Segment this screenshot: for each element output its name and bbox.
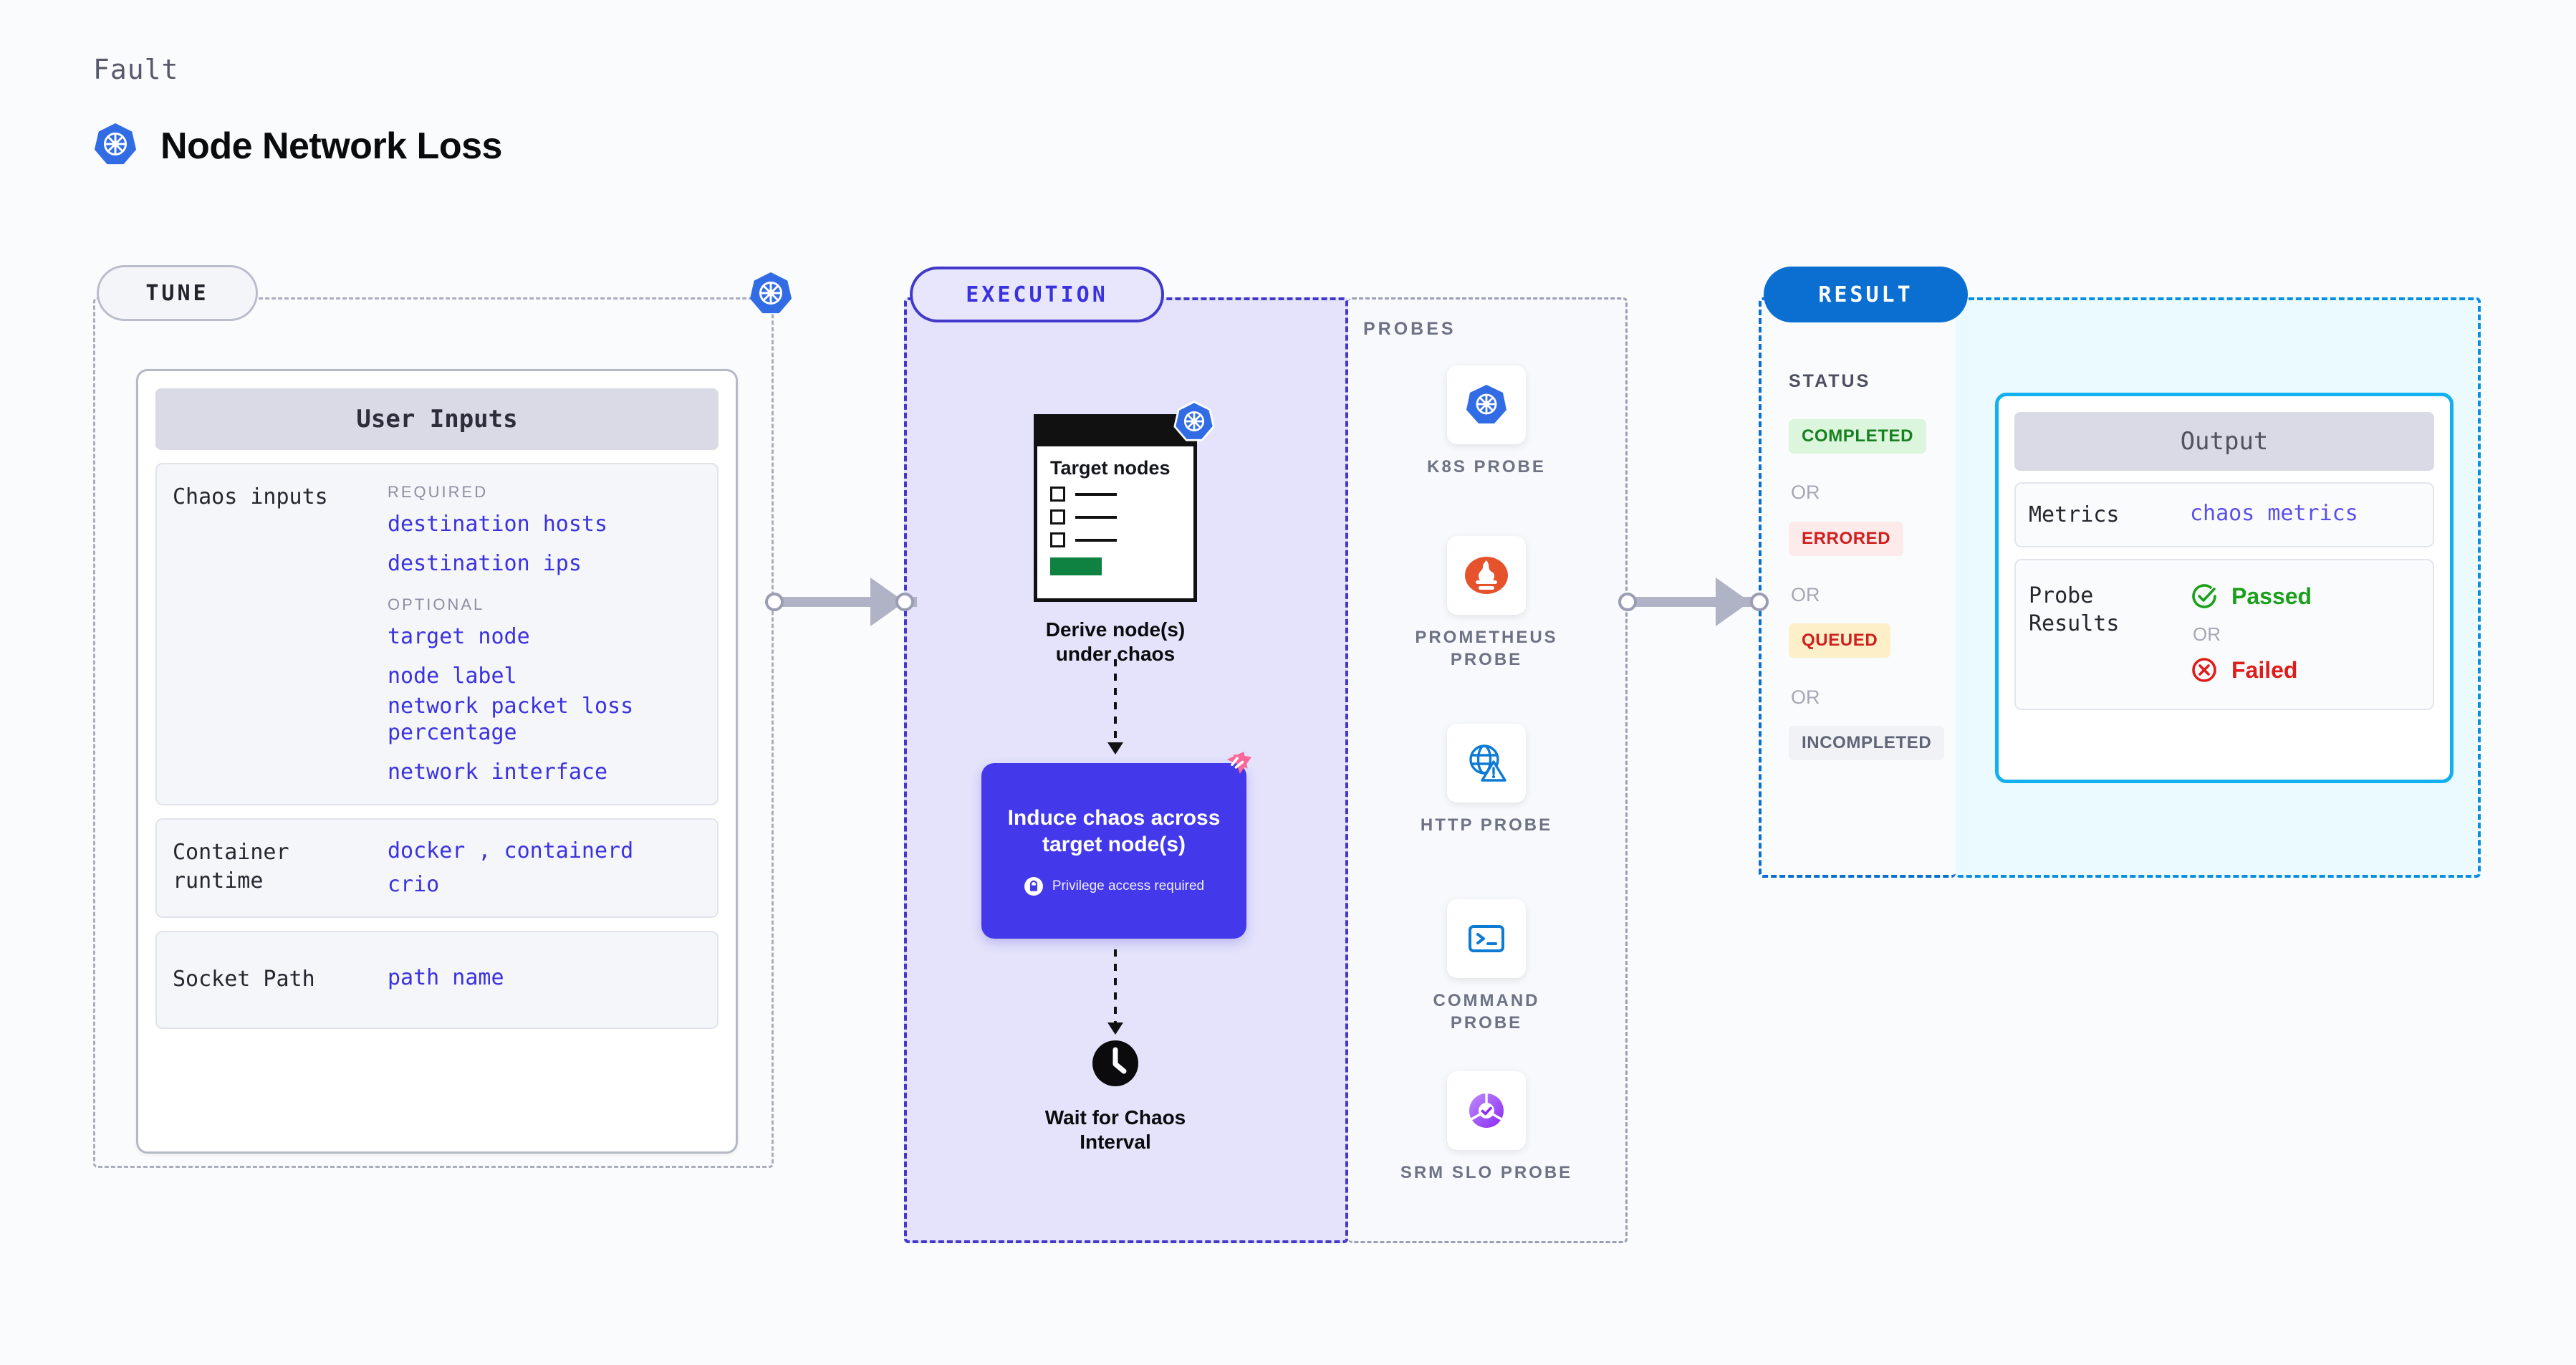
lock-icon [1024, 876, 1044, 896]
derive-nodes-step: Target nodes Derive node(s) under chaos [1034, 401, 1215, 666]
probe-label: PROMETHEUS PROBE [1415, 628, 1558, 670]
probe-srm-slo[interactable]: SRM SLO PROBE [1397, 1071, 1576, 1184]
status-badge-errored: ERRORED [1789, 522, 1904, 556]
placeholder-line [1075, 538, 1117, 542]
induce-chaos-title: Induce chaos across target node(s) [1007, 805, 1221, 856]
kubernetes-icon [749, 271, 793, 319]
page-title: Node Network Loss [160, 125, 502, 167]
result-region [1759, 297, 1956, 878]
probe-http[interactable]: HTTP PROBE [1397, 724, 1576, 836]
kubernetes-icon [1173, 401, 1215, 446]
page-eyebrow: Fault [93, 54, 179, 85]
runtime-docker-containerd[interactable]: docker , containerd [388, 838, 634, 864]
target-nodes-item [1050, 487, 1182, 502]
input-network-packet-loss-percentage[interactable]: network packet loss percentage [388, 694, 634, 745]
placeholder-line [1075, 515, 1117, 519]
runtime-crio[interactable]: crio [388, 871, 440, 897]
input-network-interface[interactable]: network interface [388, 759, 608, 785]
probe-results-row: Probe Results Passed OR [2014, 559, 2434, 710]
required-heading: REQUIRED [388, 483, 489, 501]
terminal-icon [1447, 899, 1526, 978]
x-circle-icon [2190, 656, 2219, 684]
target-nodes-card: Target nodes [1034, 401, 1215, 602]
privilege-note: Privilege access required [1024, 876, 1204, 896]
user-inputs-title: User Inputs [155, 388, 719, 450]
chaos-inputs-label: Chaos inputs [173, 484, 328, 509]
user-inputs-card: User Inputs Chaos inputs REQUIRED destin… [136, 369, 738, 1154]
placeholder-line [1075, 492, 1117, 496]
or-separator: OR [1791, 686, 1820, 708]
container-runtime-label: Container runtime [173, 840, 289, 894]
page-header: Node Network Loss [93, 122, 502, 170]
status-badge-incompleted: INCOMPLETED [1789, 726, 1945, 760]
clock-icon [1090, 1040, 1141, 1092]
induce-chaos-box[interactable]: Induce chaos across target node(s) Privi… [981, 763, 1246, 939]
checkbox-icon [1050, 487, 1065, 502]
or-separator: OR [1791, 482, 1820, 503]
slo-donut-icon [1447, 1071, 1526, 1150]
socket-path-label: Socket Path [173, 967, 315, 992]
probe-label: K8S PROBE [1427, 457, 1546, 476]
flow-arrow-1 [1114, 659, 1117, 745]
wait-interval-caption: Wait for Chaos Interval [1044, 1106, 1186, 1154]
status-badge-completed: COMPLETED [1789, 419, 1927, 454]
kubernetes-icon [93, 122, 138, 170]
socket-path-section: Socket Path path name [155, 931, 719, 1029]
metrics-value[interactable]: chaos metrics [2190, 501, 2358, 526]
target-nodes-title: Target nodes [1050, 457, 1171, 479]
or-separator: OR [1791, 584, 1820, 605]
privilege-note-text: Privilege access required [1052, 878, 1205, 894]
wait-interval-step: Wait for Chaos Interval [1034, 1038, 1197, 1154]
probe-label: HTTP PROBE [1420, 815, 1553, 835]
chaos-inputs-section: Chaos inputs REQUIRED destination hosts … [155, 463, 719, 806]
passed-label: Passed [2231, 583, 2312, 609]
prometheus-icon [1447, 536, 1526, 615]
probe-result-passed: Passed [2190, 582, 2312, 610]
probe-results-label: Probe Results [2029, 583, 2120, 636]
input-destination-hosts[interactable]: destination hosts [388, 512, 608, 537]
probe-result-failed: Failed [2190, 656, 2312, 684]
progress-bar [1050, 557, 1102, 576]
input-node-label[interactable]: node label [388, 663, 517, 689]
flow-arrow-2 [1114, 949, 1117, 1025]
or-separator: OR [2193, 623, 2221, 645]
target-nodes-item [1050, 532, 1182, 548]
probe-k8s[interactable]: K8S PROBE [1397, 365, 1576, 478]
failed-label: Failed [2231, 656, 2298, 683]
probe-label: COMMAND PROBE [1433, 991, 1540, 1033]
kubernetes-icon [1447, 365, 1526, 444]
check-circle-icon [2190, 582, 2219, 610]
probe-command[interactable]: COMMAND PROBE [1397, 899, 1576, 1034]
socket-path-value[interactable]: path name [388, 965, 504, 991]
probe-prometheus[interactable]: PROMETHEUS PROBE [1397, 536, 1576, 671]
result-phase-pill[interactable]: RESULT [1764, 267, 1968, 322]
status-label: STATUS [1789, 371, 1871, 391]
execution-phase-pill[interactable]: EXECUTION [910, 267, 1164, 322]
probes-label: PROBES [1363, 319, 1456, 339]
output-card: Output Metrics chaos metrics Probe Resul… [1995, 393, 2454, 783]
harness-logo [1218, 745, 1259, 790]
flow-arrow-2-head [1107, 1022, 1123, 1035]
probe-label: SRM SLO PROBE [1400, 1163, 1573, 1182]
container-runtime-section: Container runtime docker , containerd cr… [155, 818, 719, 919]
metrics-label: Metrics [2029, 502, 2120, 527]
input-destination-ips[interactable]: destination ips [388, 550, 582, 576]
target-nodes-titlebar [1037, 418, 1193, 446]
checkbox-icon [1050, 532, 1065, 548]
optional-heading: OPTIONAL [388, 595, 485, 614]
metrics-row: Metrics chaos metrics [2014, 482, 2434, 547]
output-title: Output [2014, 412, 2434, 471]
tune-phase-pill[interactable]: TUNE [97, 265, 258, 321]
status-badge-queued: QUEUED [1789, 623, 1891, 658]
checkbox-icon [1050, 509, 1065, 525]
input-target-node[interactable]: target node [388, 624, 530, 650]
flow-arrow-1-head [1107, 742, 1123, 755]
globe-warning-icon [1447, 724, 1526, 803]
target-nodes-item [1050, 509, 1182, 525]
